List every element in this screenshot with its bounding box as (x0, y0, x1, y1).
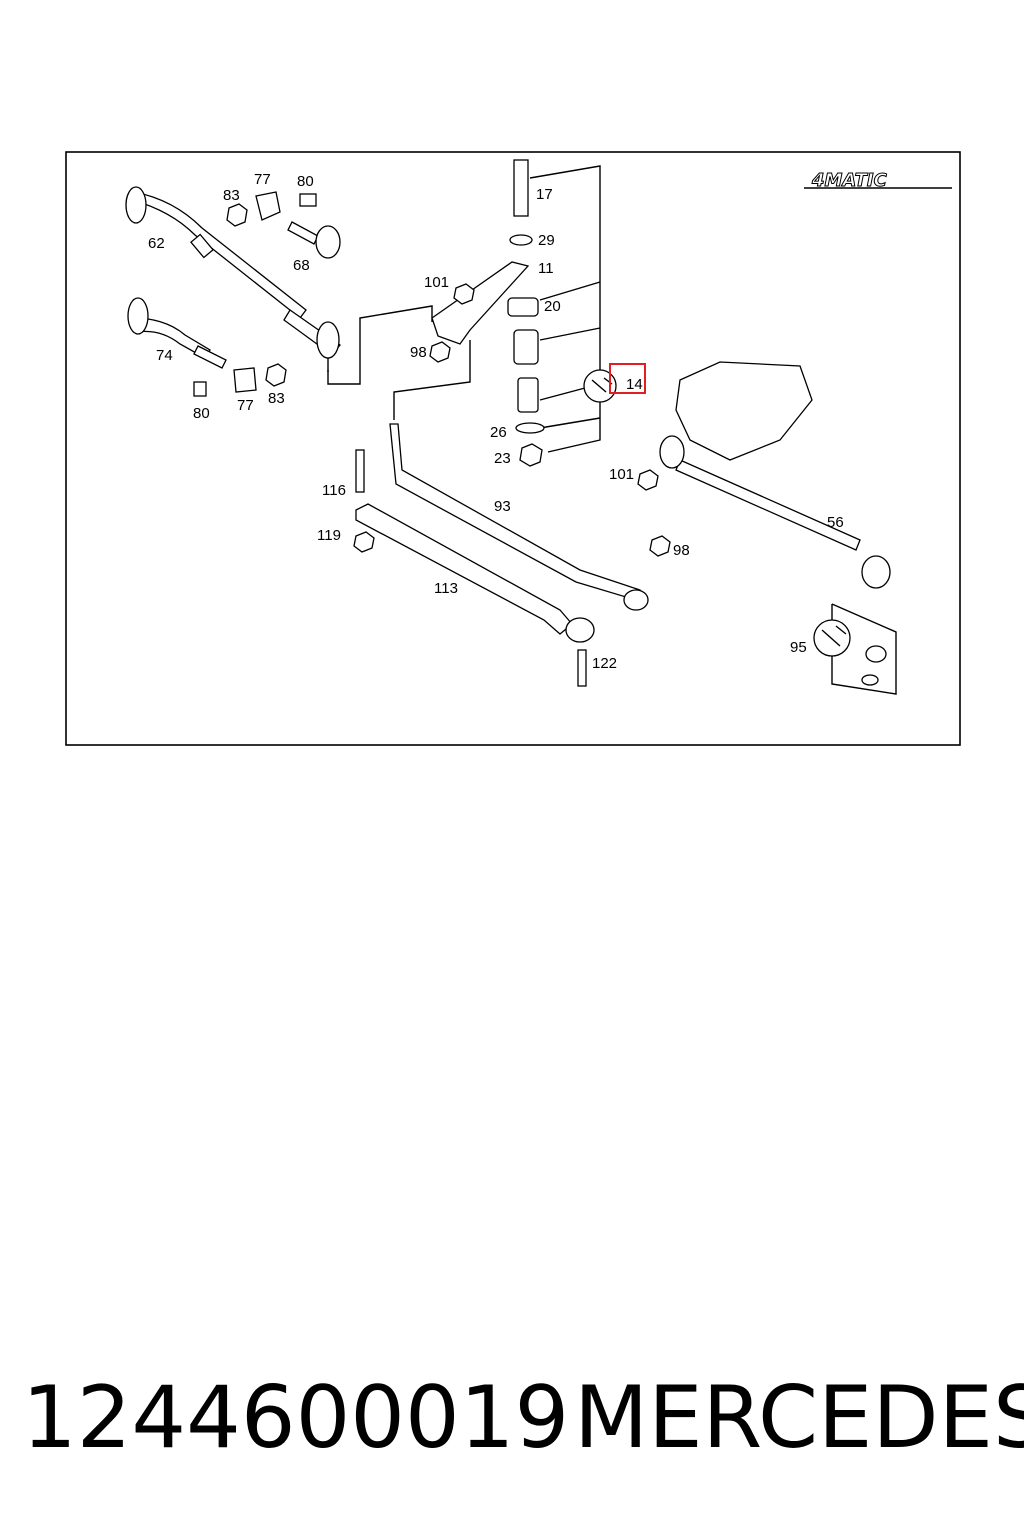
diagram-frame (65, 151, 961, 746)
leader-lines (327, 165, 897, 695)
callout-80: 80 (297, 173, 314, 190)
highlight-box (609, 363, 646, 394)
tie-rod-74 (127, 297, 287, 397)
callout-80-lower: 80 (193, 405, 210, 422)
tie-rod-62 (125, 186, 341, 372)
callout-68: 68 (293, 257, 310, 274)
callout-113: 113 (434, 580, 458, 597)
callout-101: 101 (424, 274, 449, 291)
callout-93: 93 (494, 498, 511, 515)
callout-122: 122 (592, 655, 617, 672)
callout-74: 74 (156, 347, 173, 364)
parts-diagram: 4MATIC (65, 151, 961, 746)
callout-116: 116 (322, 482, 346, 499)
callout-62: 62 (148, 235, 165, 252)
wrench-icon (583, 369, 617, 403)
drag-link-113 (353, 449, 595, 687)
callout-17: 17 (536, 186, 553, 203)
footer-caption: 1244600019 MERCEDES (0, 1360, 1024, 1480)
callout-23: 23 (494, 450, 511, 467)
callout-26: 26 (490, 424, 507, 441)
brand-name: MERCEDES (574, 1368, 1024, 1468)
wrench-icon-95 (813, 619, 887, 686)
callout-83: 83 (223, 187, 240, 204)
callout-119: 119 (317, 527, 341, 544)
callout-20: 20 (544, 298, 561, 315)
callout-98: 98 (410, 344, 427, 361)
svg-text:4MATIC: 4MATIC (811, 170, 888, 191)
callout-83-lower: 83 (268, 390, 285, 407)
callout-11: 11 (538, 260, 554, 277)
callout-98-right: 98 (673, 542, 690, 559)
callout-29: 29 (538, 232, 555, 249)
callout-56: 56 (827, 514, 844, 531)
center-link-93 (389, 423, 649, 611)
fasteners-upper-left (226, 191, 341, 259)
callout-77: 77 (254, 171, 271, 188)
callout-95: 95 (790, 639, 807, 656)
callout-14: 14 (626, 376, 643, 393)
callout-101-right: 101 (609, 466, 634, 483)
4matic-badge: 4MATIC (804, 170, 952, 192)
idler-arm-assembly (429, 159, 545, 467)
part-number: 1244600019 (22, 1368, 570, 1468)
steering-gear (637, 361, 891, 589)
callout-77-lower: 77 (237, 397, 254, 414)
callout-labels: 17 29 11 20 14 26 23 101 98 83 77 80 62 … (148, 171, 844, 672)
